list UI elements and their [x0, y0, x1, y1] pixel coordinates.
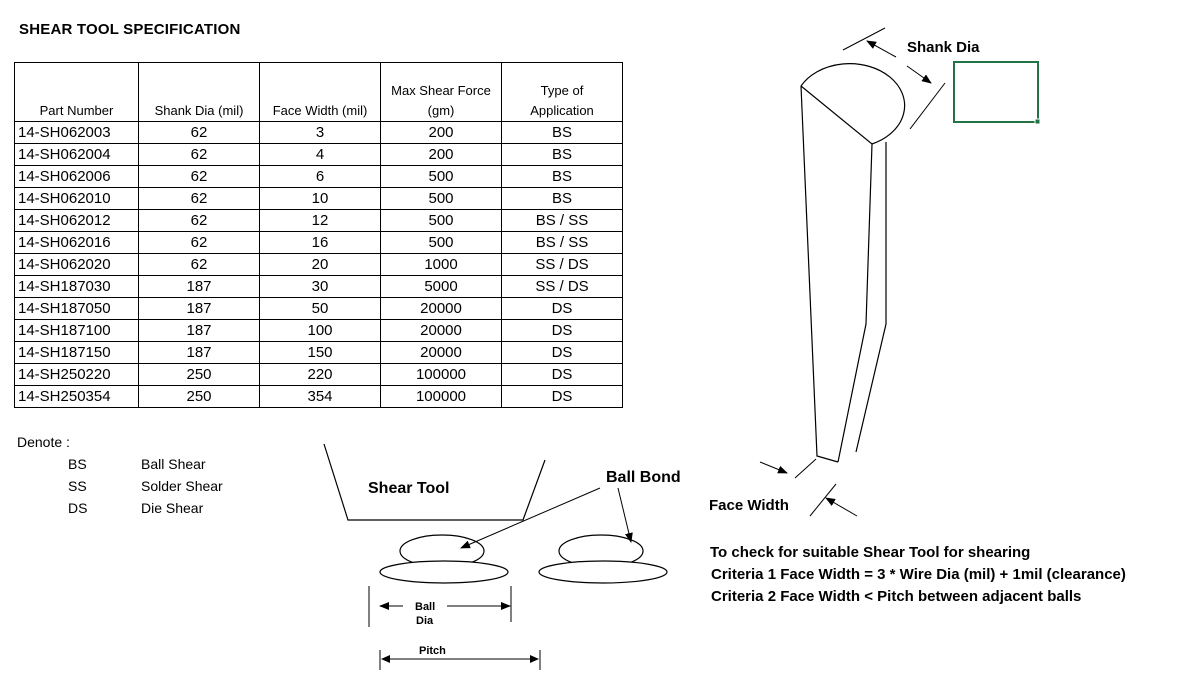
fill-handle[interactable]	[1034, 118, 1041, 125]
spec-table: Part Number Shank Dia (mil) Face Width (…	[14, 62, 623, 408]
denote-code: DS	[68, 500, 88, 516]
face-width-label: Face Width	[709, 497, 789, 514]
cell-face-width: 354	[259, 385, 381, 408]
cell-max-shear-force: 100000	[380, 385, 502, 408]
tool-body-edge	[837, 143, 873, 463]
shank-dia-arrow	[866, 40, 897, 58]
table-header-row: Part Number Shank Dia (mil) Face Width (…	[14, 62, 623, 122]
header-type-line2: Application	[530, 103, 594, 118]
header-type-of-application: Type of Application	[501, 62, 623, 122]
cell-part-number: 14-SH062003	[14, 121, 139, 144]
cell-max-shear-force: 200	[380, 121, 502, 144]
cell-face-width: 150	[259, 341, 381, 364]
denote-code: SS	[68, 478, 87, 494]
selected-cell-box[interactable]	[953, 61, 1039, 123]
ball-bond-arrow	[617, 487, 633, 543]
cell-type-of-application: BS	[501, 121, 623, 144]
ball-bond-pad	[379, 560, 509, 584]
ball-dia-label: Ball	[415, 601, 435, 613]
cell-type-of-application: BS / SS	[501, 209, 623, 232]
criteria-line: Criteria 2 Face Width < Pitch between ad…	[711, 588, 1081, 605]
cell-part-number: 14-SH062020	[14, 253, 139, 276]
denote-name: Solder Shear	[141, 478, 223, 494]
cell-part-number: 14-SH062010	[14, 187, 139, 210]
header-max-shear-force: Max Shear Force (gm)	[380, 62, 502, 122]
cell-max-shear-force: 500	[380, 165, 502, 188]
cell-part-number: 14-SH187050	[14, 297, 139, 320]
header-type-line1: Type of	[540, 83, 584, 98]
face-width-arrow	[759, 461, 788, 474]
face-width-tick	[794, 458, 817, 479]
shank-dia-tick	[842, 27, 886, 51]
ball-bond-pad	[538, 560, 668, 584]
cell-type-of-application: DS	[501, 341, 623, 364]
cell-type-of-application: BS / SS	[501, 231, 623, 254]
shear-tool-shape	[323, 443, 546, 521]
criteria-line: Criteria 1 Face Width = 3 * Wire Dia (mi…	[711, 566, 1126, 583]
cell-type-of-application: BS	[501, 165, 623, 188]
ball-dia-label: Dia	[416, 615, 434, 627]
face-width-arrow	[825, 497, 858, 517]
pitch-arrowhead	[381, 655, 390, 663]
shank-dia-label: Shank Dia	[907, 39, 980, 56]
cell-part-number: 14-SH062004	[14, 143, 139, 166]
shank-dia-tick	[909, 82, 946, 130]
shear-tool-label: Shear Tool	[368, 480, 450, 497]
header-max-shear-force-line1: Max Shear Force	[391, 83, 491, 98]
cell-type-of-application: BS	[501, 187, 623, 210]
cell-type-of-application: SS / DS	[501, 275, 623, 298]
face-width-tick	[809, 483, 837, 517]
page-title: SHEAR TOOL SPECIFICATION	[19, 21, 241, 38]
pitch-arrowhead	[530, 655, 539, 663]
cell-max-shear-force: 500	[380, 209, 502, 232]
cell-part-number: 14-SH062012	[14, 209, 139, 232]
denote-name: Die Shear	[141, 500, 204, 516]
header-part-number: Part Number	[14, 62, 139, 122]
cell-shank-dia: 250	[138, 385, 260, 408]
tool-head-arc	[800, 63, 906, 145]
header-face-width: Face Width (mil)	[259, 62, 381, 122]
cell-face-width: 16	[259, 231, 381, 254]
shank-dia-arrow	[906, 65, 932, 84]
ball-bond-arrow	[460, 487, 601, 549]
denote-title: Denote :	[17, 434, 70, 450]
cell-face-width: 20	[259, 253, 381, 276]
cell-shank-dia: 62	[138, 121, 260, 144]
cell-max-shear-force: 100000	[380, 363, 502, 386]
cell-type-of-application: BS	[501, 143, 623, 166]
cell-shank-dia: 62	[138, 143, 260, 166]
cell-max-shear-force: 20000	[380, 341, 502, 364]
denote-code: BS	[68, 456, 87, 472]
header-shank-dia: Shank Dia (mil)	[138, 62, 260, 122]
ball-bond-label: Ball Bond	[606, 469, 681, 486]
cell-type-of-application: DS	[501, 385, 623, 408]
header-max-shear-force-line2: (gm)	[427, 103, 455, 118]
criteria-heading: To check for suitable Shear Tool for she…	[710, 544, 1030, 561]
cell-part-number: 14-SH250220	[14, 363, 139, 386]
cell-part-number: 14-SH062006	[14, 165, 139, 188]
tool-body-edge	[855, 142, 887, 453]
denote-name: Ball Shear	[141, 456, 206, 472]
pitch-label: Pitch	[419, 645, 446, 657]
tool-body-edge	[800, 85, 839, 463]
